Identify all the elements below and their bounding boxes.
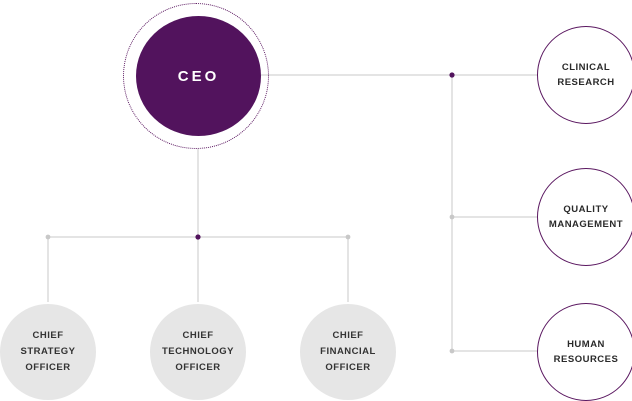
node-label: HUMAN RESOURCES bbox=[553, 339, 619, 365]
node-label: CLINICAL RESEARCH bbox=[557, 62, 615, 88]
node-chief-financial-officer[interactable]: CHIEF FINANCIAL OFFICER bbox=[300, 304, 396, 400]
node-clinical-research[interactable]: CLINICAL RESEARCH bbox=[537, 26, 632, 124]
junction-dot-ceo-right bbox=[449, 72, 455, 78]
node-chief-strategy-officer[interactable]: CHIEF STRATEGY OFFICER bbox=[0, 304, 96, 400]
node-quality-management[interactable]: QUALITY MANAGEMENT bbox=[537, 168, 632, 266]
node-label: QUALITY MANAGEMENT bbox=[548, 204, 624, 230]
node-label: CHIEF STRATEGY OFFICER bbox=[20, 330, 76, 373]
node-label: CHIEF FINANCIAL OFFICER bbox=[320, 330, 376, 373]
node-chief-technology-officer[interactable]: CHIEF TECHNOLOGY OFFICER bbox=[150, 304, 246, 400]
junction-dot-chiefs-center bbox=[195, 234, 201, 240]
junction-dot-cfo bbox=[345, 234, 351, 240]
junction-dot-quality bbox=[449, 214, 455, 220]
node-human-resources[interactable]: HUMAN RESOURCES bbox=[537, 303, 632, 401]
ceo-halo-ring bbox=[123, 3, 269, 149]
junction-dot-hr bbox=[449, 348, 455, 354]
node-label: CHIEF TECHNOLOGY OFFICER bbox=[161, 330, 235, 373]
junction-dot-cso bbox=[45, 234, 51, 240]
ceo-node[interactable]: CEO bbox=[136, 16, 261, 136]
ceo-label: CEO bbox=[177, 67, 220, 85]
